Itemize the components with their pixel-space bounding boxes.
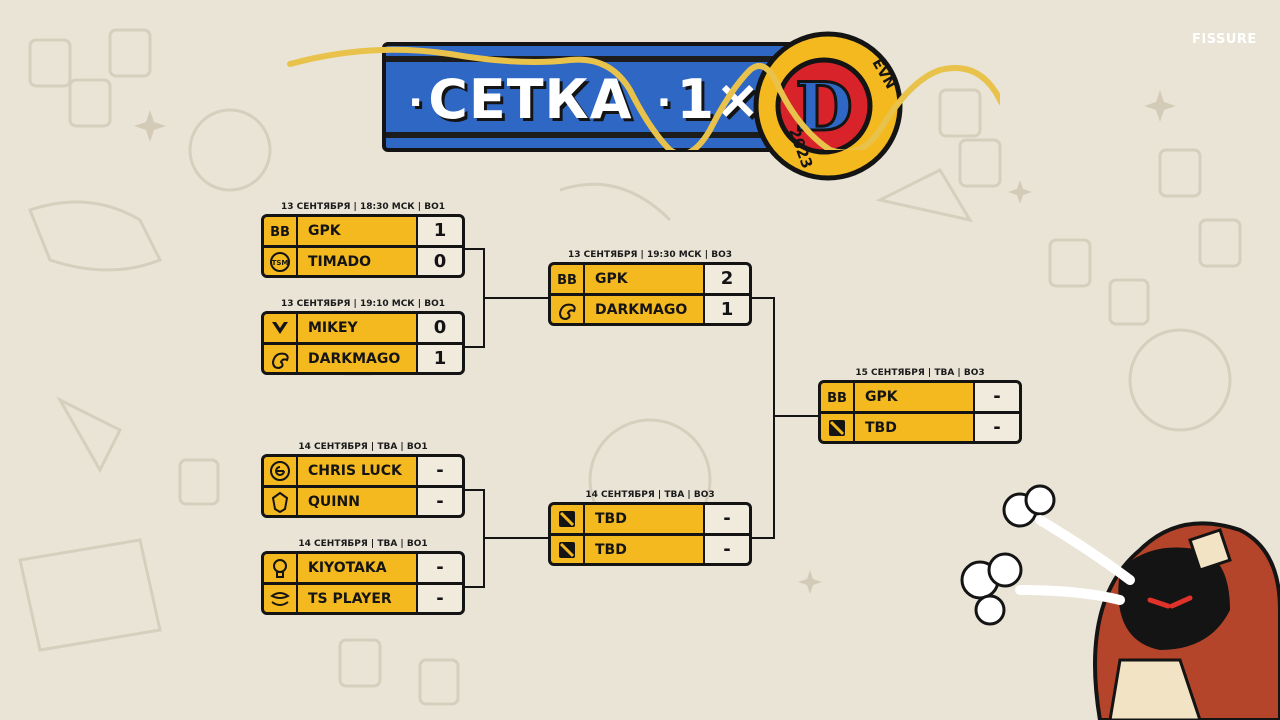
bb-icon: BB: [551, 265, 583, 293]
bb-icon: BB: [264, 217, 296, 245]
match-card-body[interactable]: KIYOTAKA-TS PLAYER-: [261, 551, 465, 615]
svg-text:BB: BB: [557, 273, 577, 287]
team-row[interactable]: TBD-: [551, 505, 749, 533]
match-card-body[interactable]: CHRIS LUCK-QUINN-: [261, 454, 465, 518]
team-score: -: [418, 554, 462, 582]
banner-stripe-bottom: [386, 132, 798, 138]
team-name: GPK: [585, 265, 703, 293]
team-score: -: [418, 457, 462, 485]
match-card-body[interactable]: TBD-TBD-: [548, 502, 752, 566]
title-dot: ·: [408, 80, 425, 127]
team-name: TIMADO: [298, 248, 416, 275]
team-name: DARKMAGO: [585, 296, 703, 323]
team-score: -: [418, 585, 462, 612]
banner-stripe-top: [386, 56, 798, 62]
match-label: 13 СЕНТЯБРЯ | 19:10 МСК | BO1: [281, 299, 445, 309]
team-row[interactable]: KIYOTAKA-: [264, 554, 462, 582]
navi-icon: [264, 314, 296, 342]
mascot-illustration: [960, 484, 1280, 720]
team-name: TBD: [585, 505, 703, 533]
team-score: -: [418, 488, 462, 515]
banner-title: ·СЕТКА ·1×1: [404, 68, 800, 131]
team-score: 0: [418, 314, 462, 342]
title-word: СЕТКА: [428, 68, 633, 131]
team-name: TBD: [585, 536, 703, 563]
dota-icon: [551, 505, 583, 533]
team-score: 1: [705, 296, 749, 323]
team-name: KIYOTAKA: [298, 554, 416, 582]
skull-icon: [264, 554, 296, 582]
team-score: 0: [418, 248, 462, 275]
gaimin-icon: [264, 488, 296, 515]
team-name: TBD: [855, 414, 973, 441]
svg-text:BB: BB: [270, 225, 290, 239]
team-row[interactable]: BB GPK-: [821, 383, 1019, 411]
team-name: DARKMAGO: [298, 345, 416, 372]
team-score: -: [975, 414, 1019, 441]
team-score: -: [705, 536, 749, 563]
title-dot: ·: [656, 80, 673, 127]
team-name: MIKEY: [298, 314, 416, 342]
match-label: 13 СЕНТЯБРЯ | 19:30 МСК | BO3: [568, 250, 732, 260]
team-name: TS PLAYER: [298, 585, 416, 612]
secret-icon: [264, 585, 296, 612]
tsm-icon: TSM: [264, 248, 296, 275]
team-score: -: [705, 505, 749, 533]
svg-text:TSM: TSM: [272, 259, 289, 267]
team-name: GPK: [298, 217, 416, 245]
match-label: 15 СЕНТЯБРЯ | TBA | BO3: [855, 368, 985, 378]
brand-logo: FISSURE: [1192, 32, 1257, 47]
team-row[interactable]: TBD-: [551, 536, 749, 563]
svg-text:BB: BB: [827, 391, 847, 405]
team-name: GPK: [855, 383, 973, 411]
title-banner: ·СЕТКА ·1×1: [382, 42, 802, 152]
match-label: 14 СЕНТЯБРЯ | TBA | BO1: [298, 442, 428, 452]
team-score: 1: [418, 217, 462, 245]
team-row[interactable]: TBD-: [821, 414, 1019, 441]
team-score: 2: [705, 265, 749, 293]
team-score: 1: [418, 345, 462, 372]
team-name: CHRIS LUCK: [298, 457, 416, 485]
match-label: 14 СЕНТЯБРЯ | TBA | BO1: [298, 539, 428, 549]
team-score: -: [975, 383, 1019, 411]
dragon-icon: [264, 345, 296, 372]
team-name: QUINN: [298, 488, 416, 515]
event-logo-icon: D EVN 2023: [753, 31, 903, 181]
eg-icon: [264, 457, 296, 485]
dota-icon: [821, 414, 853, 441]
match-label: 14 СЕНТЯБРЯ | TBA | BO3: [585, 490, 715, 500]
dragon-icon: [551, 296, 583, 323]
bb-icon: BB: [821, 383, 853, 411]
dota-icon: [551, 536, 583, 563]
match-label: 13 СЕНТЯБРЯ | 18:30 МСК | BO1: [281, 202, 445, 212]
team-row[interactable]: QUINN-: [264, 488, 462, 515]
team-row[interactable]: CHRIS LUCK-: [264, 457, 462, 485]
team-row[interactable]: TS PLAYER-: [264, 585, 462, 612]
